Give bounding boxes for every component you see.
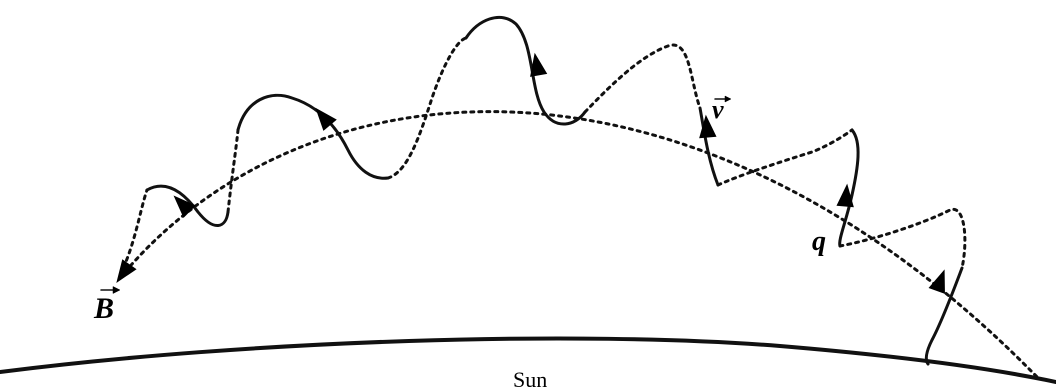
label-charge: q bbox=[812, 226, 826, 257]
label-velocity: v bbox=[712, 95, 732, 124]
particle-helix bbox=[118, 15, 967, 366]
helix-segment-front bbox=[698, 106, 720, 187]
arrowhead-icon bbox=[836, 183, 854, 208]
helix-segment-back bbox=[583, 43, 702, 114]
helix-segment-back bbox=[226, 128, 240, 214]
helix-segment-front bbox=[236, 93, 390, 180]
sun-surface-curve bbox=[0, 336, 1056, 384]
helix-segment-back bbox=[838, 207, 967, 270]
arrowhead-icon bbox=[699, 114, 717, 139]
label-v-text: v bbox=[712, 95, 724, 124]
arrowhead-icon bbox=[530, 52, 548, 77]
arrowhead-icon bbox=[315, 107, 337, 131]
label-sun: Sun bbox=[513, 367, 547, 392]
label-magnetic-field: B bbox=[93, 286, 121, 325]
helix-segment-back bbox=[716, 128, 854, 187]
helix-segment-back bbox=[386, 36, 468, 180]
helix-segment-front bbox=[145, 184, 230, 227]
vector-arrowhead-icon bbox=[112, 286, 121, 294]
arrowhead-icon bbox=[173, 195, 196, 218]
vector-arrowhead-icon bbox=[724, 95, 732, 103]
label-b-text: B bbox=[93, 292, 114, 325]
arrowhead-icon bbox=[928, 269, 945, 294]
magnetic-field-line bbox=[118, 110, 1042, 382]
helix-segment-front bbox=[464, 15, 587, 126]
helix-segment-front bbox=[838, 128, 860, 248]
arrowhead-icon bbox=[116, 259, 137, 283]
helix-segment-front bbox=[924, 266, 964, 366]
